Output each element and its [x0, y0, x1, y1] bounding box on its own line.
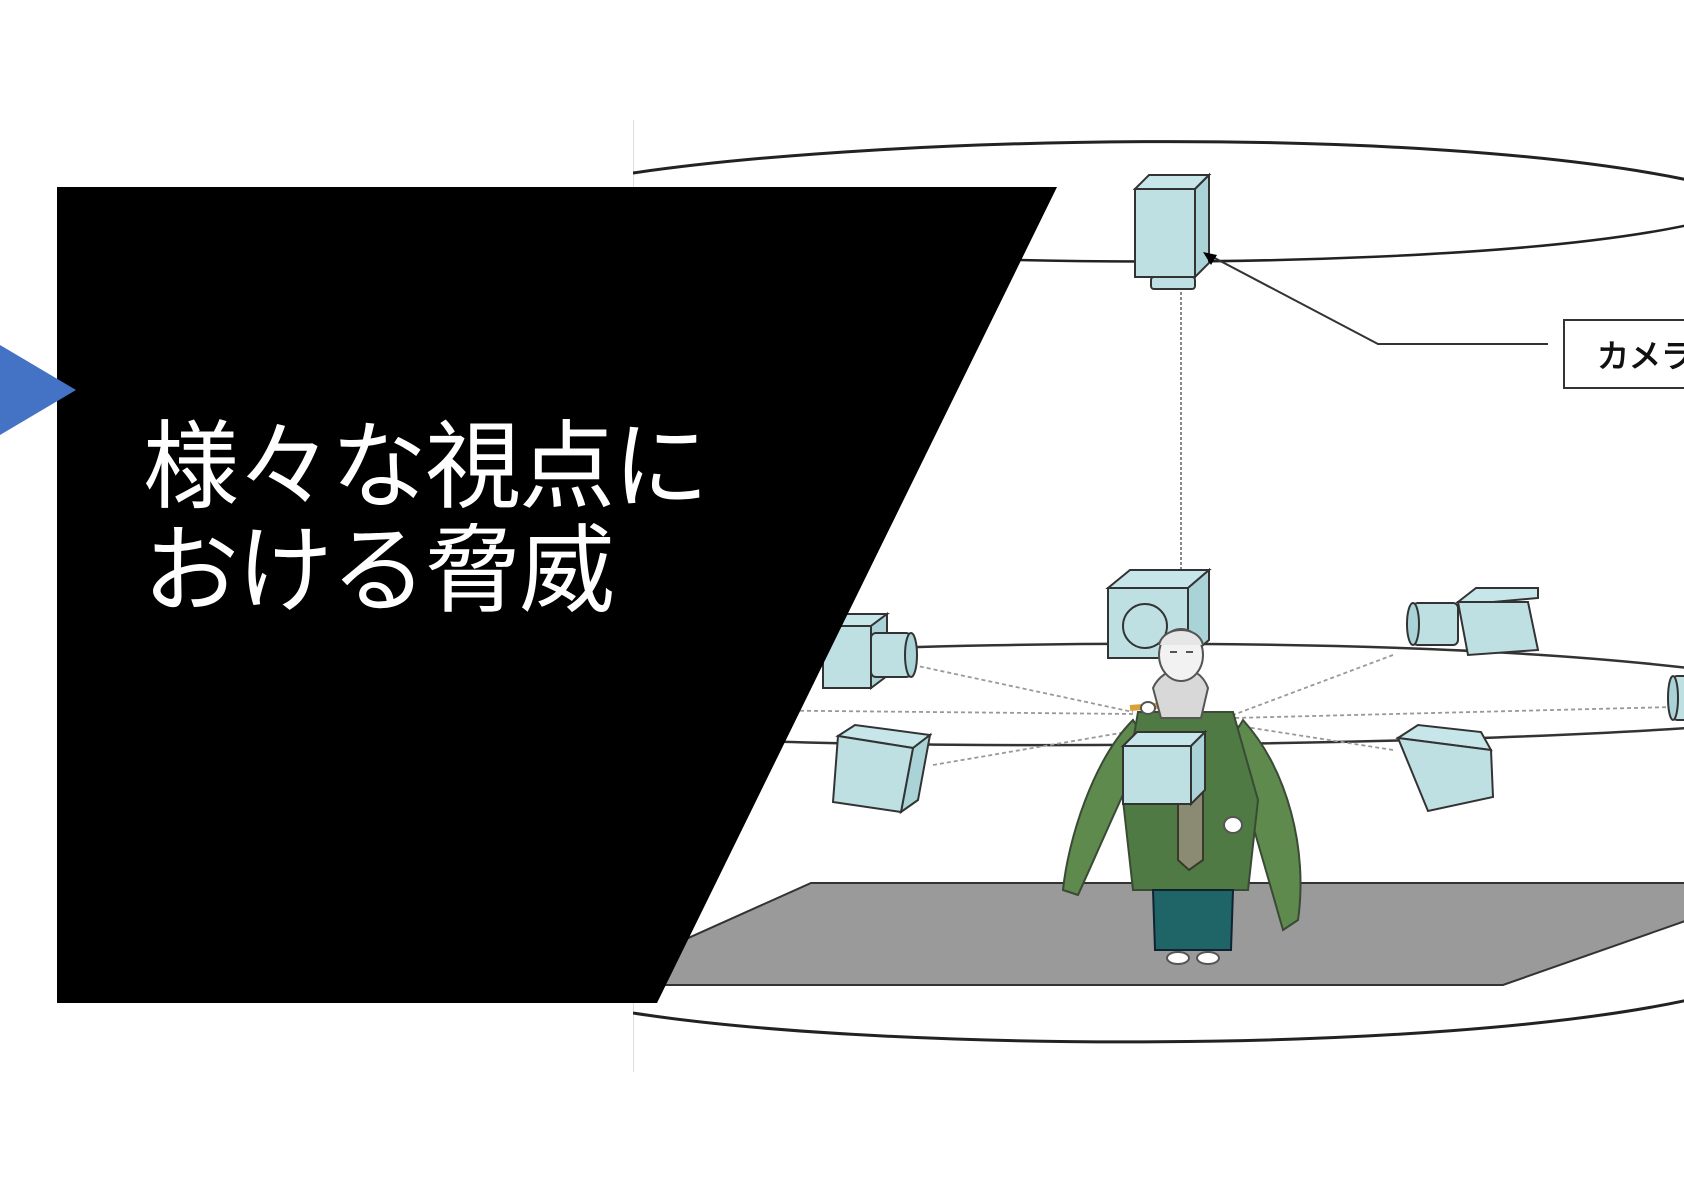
- bottom-ring: [633, 999, 1684, 1044]
- camera-callout-box: [1563, 319, 1684, 389]
- leader-arrowhead: [1203, 252, 1217, 265]
- camera-icon: [1395, 723, 1495, 813]
- slide-title: 様々な視点に おける脅威: [143, 415, 763, 623]
- camera-icon: [1406, 587, 1540, 657]
- camera-sight-lines: [722, 654, 1674, 766]
- leader-line: [1206, 253, 1548, 345]
- bullet-triangle-icon: [0, 345, 76, 435]
- top-ring: [633, 140, 1684, 181]
- top-ring: [1017, 224, 1684, 263]
- middle-ring: [782, 642, 1684, 669]
- camera-icon: [1120, 729, 1208, 807]
- camera-icon: [1667, 675, 1684, 721]
- slide-title-line: おける脅威: [143, 515, 615, 627]
- camera-setup-diagram: カメラ: [633, 120, 1684, 1072]
- camera-icon: [831, 723, 933, 815]
- camera-icon: [1132, 172, 1212, 290]
- camera-callout-label: カメラ: [1597, 337, 1684, 375]
- slide-title-line: 様々な視点に: [143, 411, 709, 523]
